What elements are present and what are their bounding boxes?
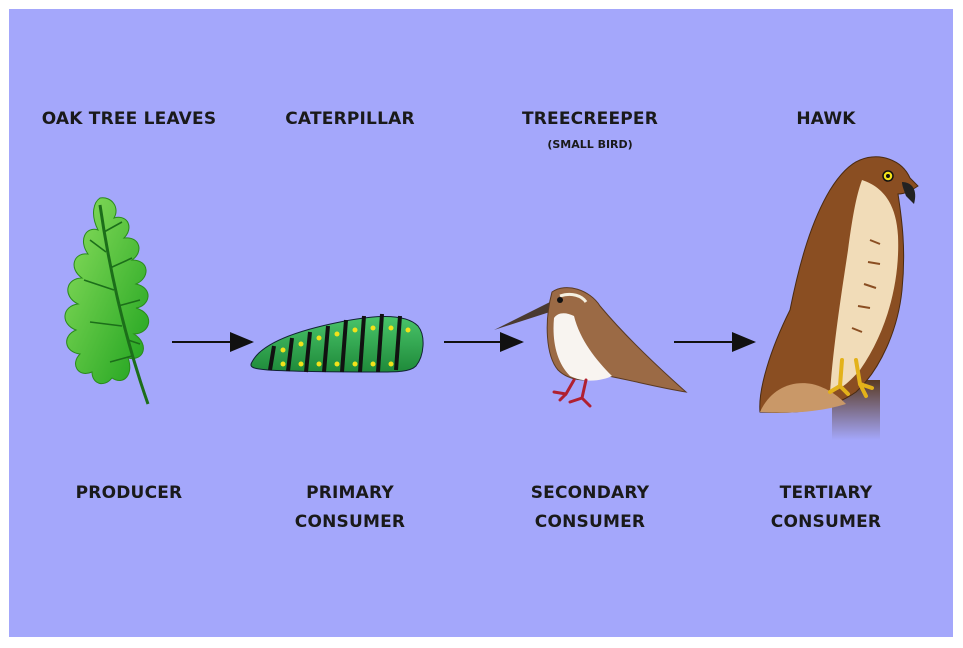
caterpillar-icon: [251, 314, 423, 372]
oak-leaf-icon: [65, 198, 149, 404]
hawk-icon: [760, 157, 918, 440]
treecreeper-icon: [494, 288, 686, 406]
